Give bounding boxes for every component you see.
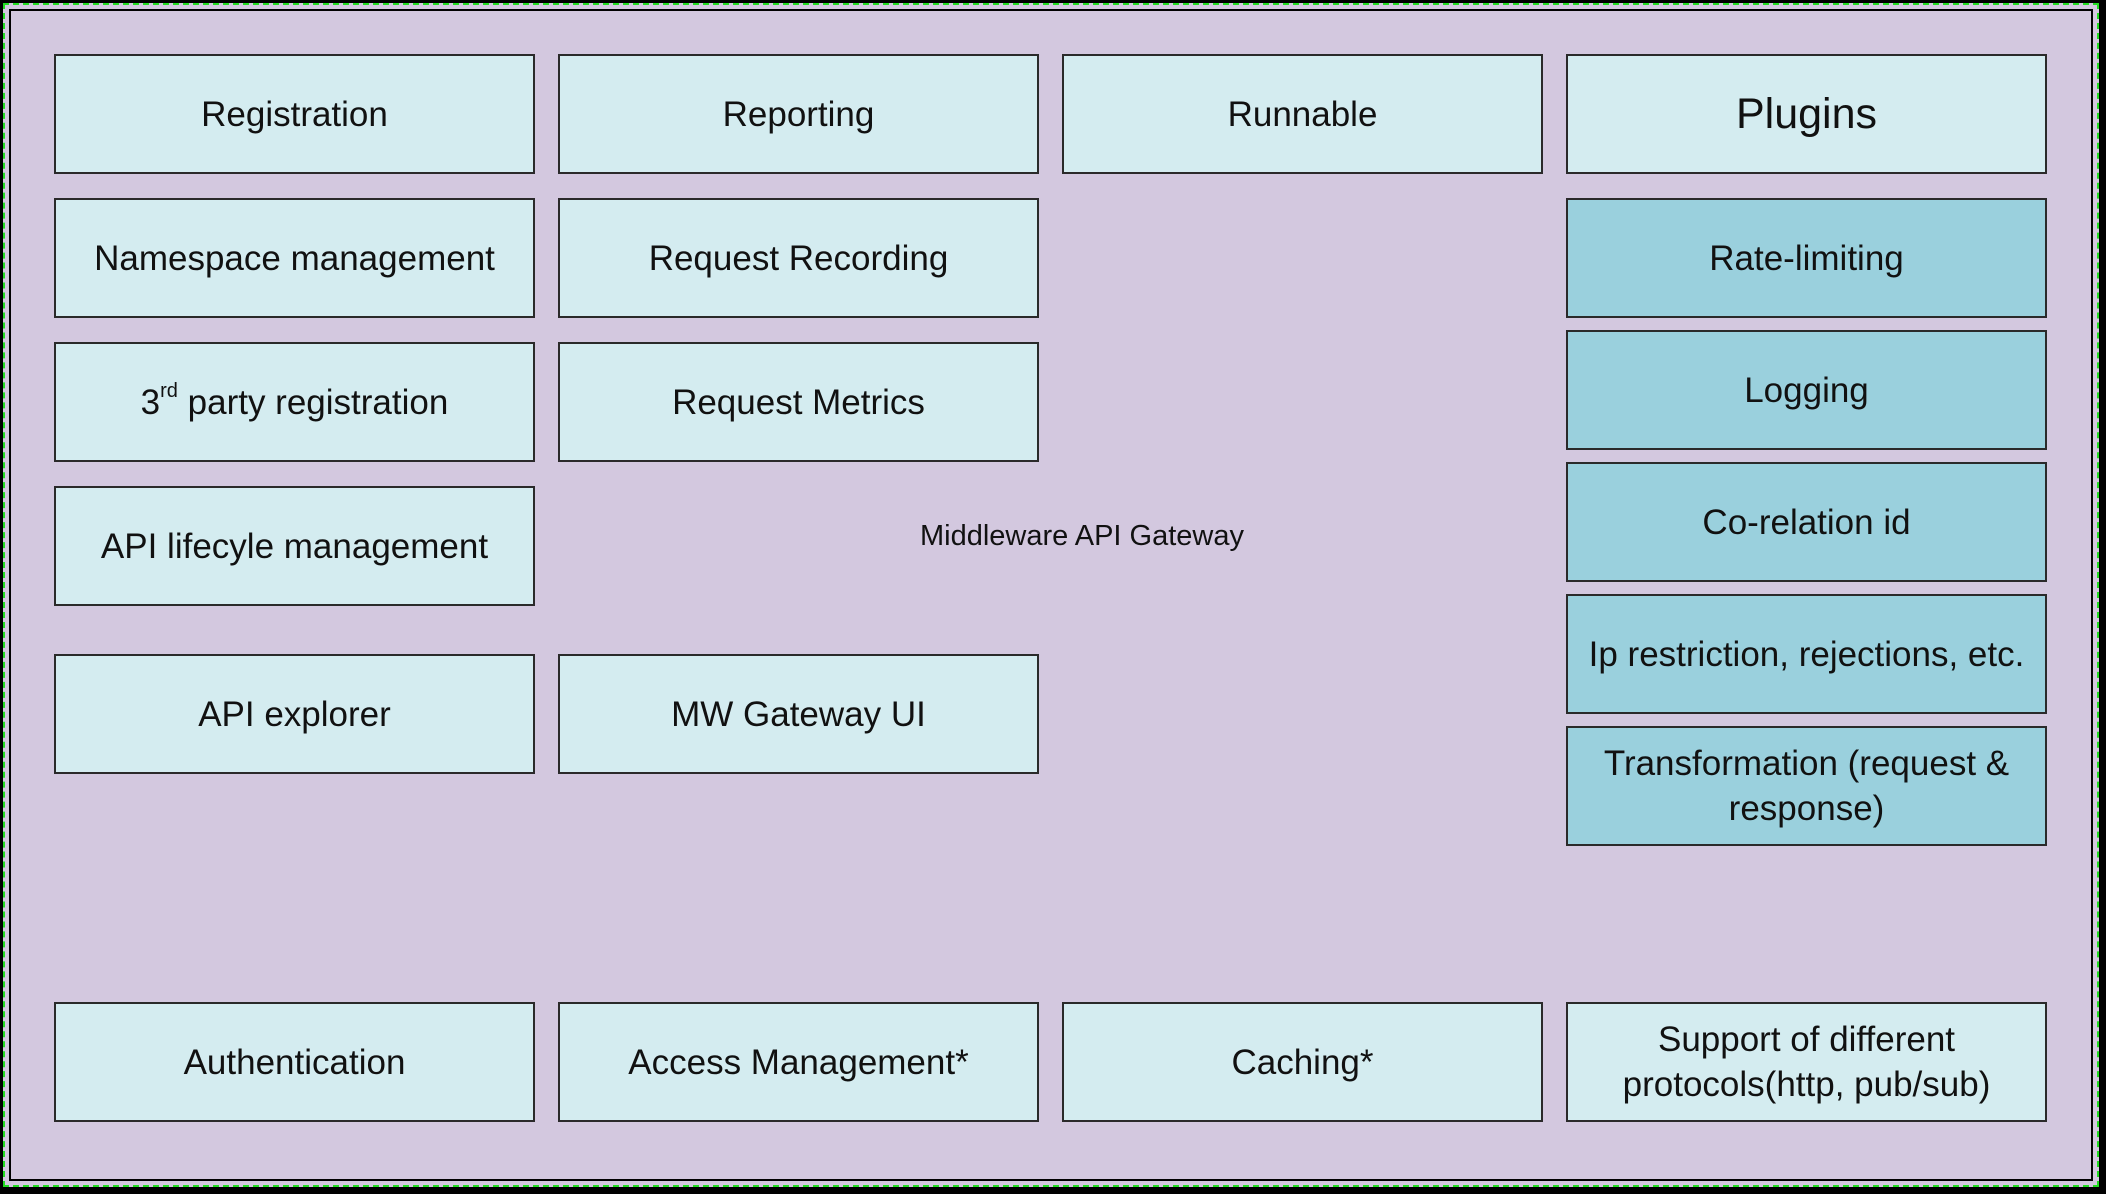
rate-limiting-label: Rate-limiting bbox=[1709, 238, 1904, 278]
ip-restriction-box: Ip restriction, rejections, etc. bbox=[1566, 594, 2047, 714]
registration-header-label: Registration bbox=[201, 94, 388, 134]
request-metrics-box: Request Metrics bbox=[558, 342, 1039, 462]
caching-box: Caching* bbox=[1062, 1002, 1543, 1122]
reporting-header-label: Reporting bbox=[722, 94, 875, 134]
mw-gateway-ui-box: MW Gateway UI bbox=[558, 654, 1039, 774]
api-explorer-label: API explorer bbox=[198, 694, 391, 734]
logging-box: Logging bbox=[1566, 330, 2047, 450]
protocol-support-box: Support of different protocols(http, pub… bbox=[1566, 1002, 2047, 1122]
access-management-label: Access Management* bbox=[628, 1042, 969, 1082]
namespace-management-box: Namespace management bbox=[54, 198, 535, 318]
namespace-management-label: Namespace management bbox=[94, 238, 495, 278]
authentication-label: Authentication bbox=[183, 1042, 406, 1082]
plugins-header-box: Plugins bbox=[1566, 54, 2047, 174]
reporting-header-box: Reporting bbox=[558, 54, 1039, 174]
authentication-box: Authentication bbox=[54, 1002, 535, 1122]
protocol-support-label: Support of different protocols(http, pub… bbox=[1622, 1020, 1991, 1104]
mw-gateway-ui-label: MW Gateway UI bbox=[671, 694, 926, 734]
request-recording-box: Request Recording bbox=[558, 198, 1039, 318]
third-party-registration-label: 3rd party registration bbox=[141, 380, 449, 425]
ip-restriction-label: Ip restriction, rejections, etc. bbox=[1588, 634, 2025, 674]
co-relation-id-label: Co-relation id bbox=[1702, 502, 1911, 542]
gateway-title: Middleware API Gateway bbox=[920, 520, 1244, 552]
co-relation-id-box: Co-relation id bbox=[1566, 462, 2047, 582]
logging-label: Logging bbox=[1744, 370, 1869, 410]
caching-label: Caching* bbox=[1231, 1042, 1374, 1082]
runnable-header-label: Runnable bbox=[1227, 94, 1378, 134]
access-management-box: Access Management* bbox=[558, 1002, 1039, 1122]
gateway-panel-inner bbox=[9, 9, 2093, 1181]
plugins-header-label: Plugins bbox=[1735, 89, 1878, 138]
request-metrics-label: Request Metrics bbox=[672, 382, 925, 422]
transformation-box: Transformation (request & response) bbox=[1566, 726, 2047, 846]
third-party-ordinal-suffix: rd bbox=[160, 379, 178, 402]
third-party-ordinal-number: 3 bbox=[140, 382, 161, 422]
request-recording-label: Request Recording bbox=[648, 238, 949, 278]
api-lifecycle-management-label: API lifecyle management bbox=[100, 526, 489, 566]
third-party-registration-box: 3rd party registration bbox=[54, 342, 535, 462]
rate-limiting-box: Rate-limiting bbox=[1566, 198, 2047, 318]
api-explorer-box: API explorer bbox=[54, 654, 535, 774]
registration-header-box: Registration bbox=[54, 54, 535, 174]
third-party-registration-text: party registration bbox=[177, 382, 449, 422]
api-lifecycle-management-box: API lifecyle management bbox=[54, 486, 535, 606]
transformation-label: Transformation (request & response) bbox=[1603, 744, 2010, 828]
runnable-header-box: Runnable bbox=[1062, 54, 1543, 174]
